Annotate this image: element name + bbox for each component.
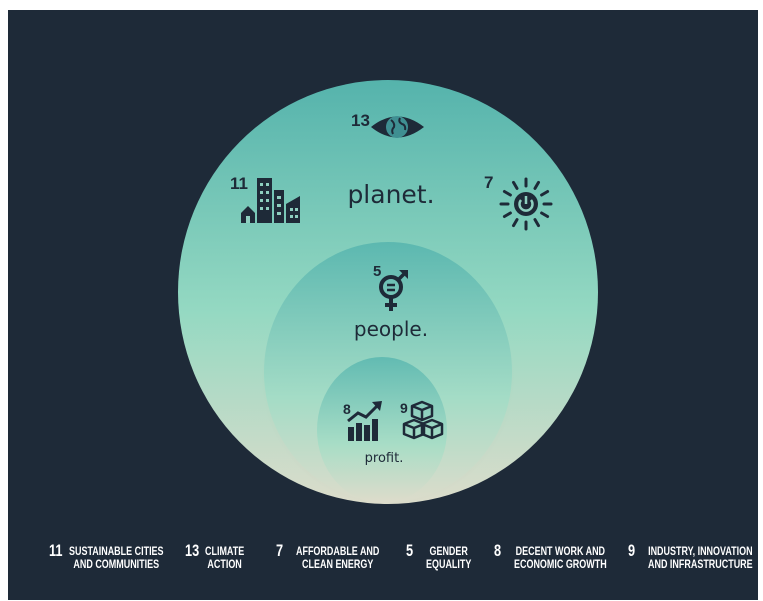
goal-item-8: 8 DECENT WORK AND ECONOMIC GROWTH xyxy=(494,541,607,571)
nested-circles-diagram: planet. people. profit. 13 11 xyxy=(178,80,598,506)
goal-label: INDUSTRY, INNOVATION AND INFRASTRUCTURE xyxy=(648,546,753,571)
svg-text:11: 11 xyxy=(230,174,248,193)
svg-text:13: 13 xyxy=(351,111,370,130)
sun-power-icon: 7 xyxy=(484,173,553,231)
profit-label: profit. xyxy=(365,451,404,466)
goal-item-13: 13 CLIMATE ACTION xyxy=(185,541,245,571)
cubes-icon: 9 xyxy=(400,400,444,440)
city-buildings-icon: 11 xyxy=(230,174,300,223)
goal-item-5: 5 GENDER EQUALITY xyxy=(406,541,472,571)
svg-text:5: 5 xyxy=(373,263,381,280)
goal-item-9: 9 INDUSTRY, INNOVATION AND INFRASTRUCTUR… xyxy=(628,541,753,571)
svg-text:9: 9 xyxy=(400,400,408,416)
goal-item-11: 11 SUSTAINABLE CITIES AND COMMUNITIES xyxy=(49,541,164,571)
people-label: people. xyxy=(354,317,428,341)
svg-text:8: 8 xyxy=(343,401,351,417)
growth-chart-icon: 8 xyxy=(343,401,382,441)
goal-label: SUSTAINABLE CITIES AND COMMUNITIES xyxy=(69,546,164,571)
goal-item-7: 7 AFFORDABLE AND CLEAN ENERGY xyxy=(276,541,380,571)
goal-label: CLIMATE ACTION xyxy=(205,546,245,571)
eye-globe-icon: 13 xyxy=(351,111,424,138)
planet-label: planet. xyxy=(347,180,434,209)
diagram-canvas: planet. people. profit. 13 11 xyxy=(8,10,758,600)
goal-label: DECENT WORK AND ECONOMIC GROWTH xyxy=(514,546,607,571)
goal-label: AFFORDABLE AND CLEAN ENERGY xyxy=(296,546,380,571)
gender-equality-icon: 5 xyxy=(373,263,408,311)
profit-circle xyxy=(317,357,447,503)
sdg-legend: 11 SUSTAINABLE CITIES AND COMMUNITIES 13… xyxy=(8,542,758,592)
svg-text:7: 7 xyxy=(484,173,493,192)
goal-label: GENDER EQUALITY xyxy=(426,546,472,571)
